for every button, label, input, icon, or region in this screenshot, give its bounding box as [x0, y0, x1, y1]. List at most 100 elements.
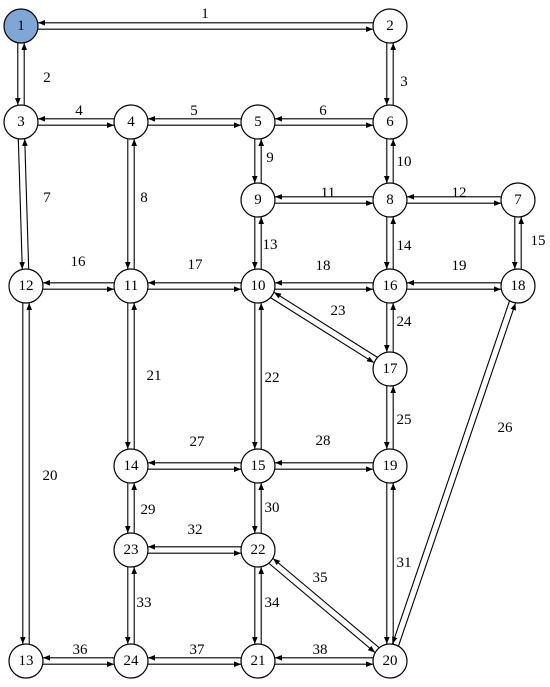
node-6: 6 [372, 104, 408, 140]
link-label-24: 24 [397, 314, 413, 330]
link-label-17: 17 [188, 257, 204, 273]
node-18: 18 [500, 268, 536, 304]
link-label-28: 28 [316, 433, 331, 449]
link-7 [17, 138, 30, 270]
link-label-23: 23 [331, 303, 346, 319]
link-label-12: 12 [452, 185, 467, 201]
link-10 [383, 139, 397, 183]
node-label-5: 5 [254, 114, 262, 130]
link-label-18: 18 [316, 258, 331, 274]
node-7: 7 [500, 182, 536, 218]
link-22 [252, 303, 265, 449]
node-12: 12 [8, 268, 44, 304]
link-label-3: 3 [400, 74, 408, 90]
node-10-circle [240, 268, 276, 304]
link-23-reverse-arrow [273, 291, 378, 358]
node-label-10: 10 [251, 278, 266, 294]
link-9 [252, 139, 265, 183]
link-label-26: 26 [498, 420, 514, 436]
node-3: 3 [3, 104, 39, 140]
link-label-4: 4 [75, 103, 83, 119]
link-label-5: 5 [190, 103, 198, 119]
link-2 [14, 43, 28, 105]
node-22-circle [240, 532, 276, 568]
link-label-36: 36 [73, 642, 89, 658]
node-label-8: 8 [386, 192, 394, 208]
links-layer [14, 19, 525, 668]
node-label-15: 15 [251, 458, 266, 474]
link-label-37: 37 [190, 642, 206, 658]
link-23-forward-arrow [270, 297, 375, 364]
link-32 [148, 543, 241, 557]
link-label-22: 22 [265, 370, 280, 386]
node-label-3: 3 [17, 114, 25, 130]
node-label-23: 23 [124, 542, 139, 558]
node-label-6: 6 [386, 114, 394, 130]
link-27 [148, 459, 241, 473]
link-label-14: 14 [397, 238, 413, 254]
node-14: 14 [113, 448, 149, 484]
link-37 [148, 654, 241, 668]
node-4: 4 [113, 104, 149, 140]
link-label-38: 38 [313, 642, 328, 658]
link-25 [383, 386, 397, 449]
node-label-11: 11 [124, 278, 138, 294]
link-16 [43, 279, 114, 293]
link-label-10: 10 [397, 154, 412, 170]
link-29 [125, 483, 137, 533]
link-7-forward-arrow [17, 139, 25, 270]
link-13 [252, 217, 265, 269]
node-label-22: 22 [251, 542, 266, 558]
link-19 [407, 279, 501, 293]
link-label-30: 30 [265, 500, 280, 516]
node-2-circle [372, 8, 408, 44]
link-26 [391, 300, 517, 647]
link-38 [275, 654, 373, 668]
link-label-31: 31 [397, 555, 412, 571]
link-label-25: 25 [397, 412, 412, 428]
node-label-17: 17 [383, 361, 399, 377]
link-33 [125, 567, 137, 644]
node-8: 8 [372, 182, 408, 218]
node-21-circle [240, 643, 276, 679]
node-label-14: 14 [124, 458, 140, 474]
link-label-1: 1 [201, 6, 209, 22]
node-16-circle [372, 268, 408, 304]
link-label-21: 21 [147, 368, 162, 384]
node-label-12: 12 [19, 278, 34, 294]
node-label-21: 21 [251, 653, 266, 669]
link-3 [383, 43, 397, 105]
node-label-4: 4 [127, 114, 135, 130]
link-12 [407, 194, 501, 206]
link-5 [148, 116, 241, 128]
link-label-16: 16 [71, 254, 87, 270]
link-label-13: 13 [263, 237, 278, 253]
node-label-2: 2 [386, 18, 394, 34]
node-13: 13 [8, 643, 44, 679]
link-label-9: 9 [266, 150, 274, 166]
node-23-circle [113, 532, 149, 568]
link-label-34: 34 [265, 595, 281, 611]
node-13-circle [8, 643, 44, 679]
node-15-circle [240, 448, 276, 484]
node-label-18: 18 [511, 278, 526, 294]
node-5-circle [240, 104, 276, 140]
link-label-19: 19 [452, 258, 467, 274]
node-17-circle [372, 351, 408, 387]
node-19: 19 [372, 448, 408, 484]
link-label-6: 6 [319, 103, 327, 119]
node-label-9: 9 [254, 192, 262, 208]
link-26-reverse-arrow [397, 302, 517, 647]
link-30 [252, 483, 265, 533]
node-5: 5 [240, 104, 276, 140]
link-23 [270, 291, 378, 364]
node-label-19: 19 [383, 458, 398, 474]
node-11-circle [113, 268, 149, 304]
link-17 [148, 279, 241, 293]
node-22: 22 [240, 532, 276, 568]
node-20: 20 [372, 643, 408, 679]
link-35-reverse-arrow [272, 558, 380, 649]
link-label-7: 7 [43, 190, 51, 206]
node-19-circle [372, 448, 408, 484]
